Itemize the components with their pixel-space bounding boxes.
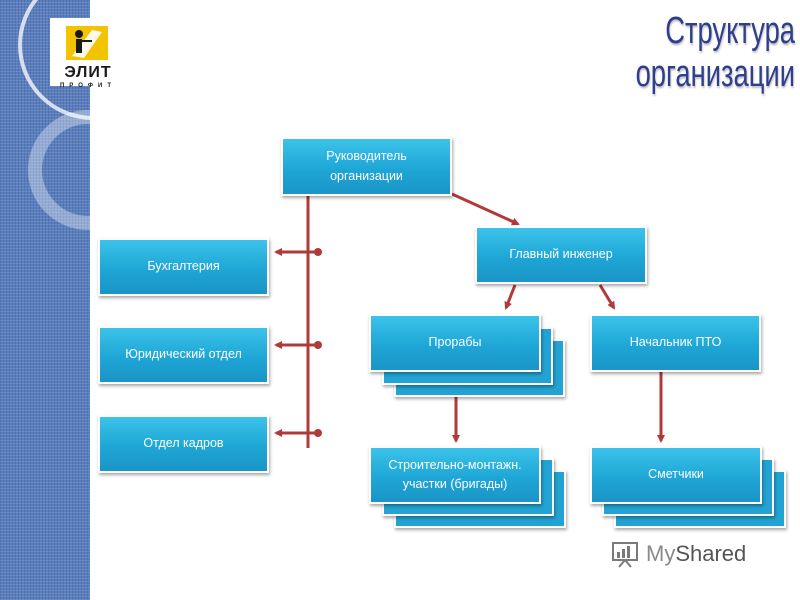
node-estimators: Сметчики <box>590 446 762 504</box>
logo-subtitle: ПРОФИТ <box>59 83 116 89</box>
node-construction-sites: Строительно-монтажн. участки (бригады) <box>369 446 541 504</box>
logo-title: ЭЛИТ <box>64 64 112 81</box>
junction-dot <box>314 248 322 256</box>
node-legal: Юридический отдел <box>98 326 269 384</box>
arrow-to-chief-engineer <box>451 192 520 226</box>
page-title: Структура организации <box>635 10 795 95</box>
node-director: Руководитель организации <box>281 137 452 196</box>
company-logo: ЭЛИТ ПРОФИТ <box>50 18 126 89</box>
arrow-to-foremen <box>504 284 517 310</box>
watermark: MyShared <box>610 538 770 570</box>
arrow-to-pto-head <box>598 284 616 310</box>
node-chief-engineer: Главный инженер <box>475 226 647 284</box>
node-pto-head: Начальник ПТО <box>590 314 761 372</box>
presentation-board-icon <box>612 542 638 568</box>
junction-dot <box>314 341 322 349</box>
logo-figure-icon <box>66 26 108 60</box>
node-hr: Отдел кадров <box>98 415 269 473</box>
node-accounting: Бухгалтерия <box>98 238 269 296</box>
node-foremen: Прорабы <box>369 314 541 372</box>
watermark-suffix: Shared <box>675 541 747 566</box>
watermark-text: MyShared <box>646 541 746 567</box>
junction-dot <box>314 429 322 437</box>
watermark-prefix: My <box>646 541 676 566</box>
